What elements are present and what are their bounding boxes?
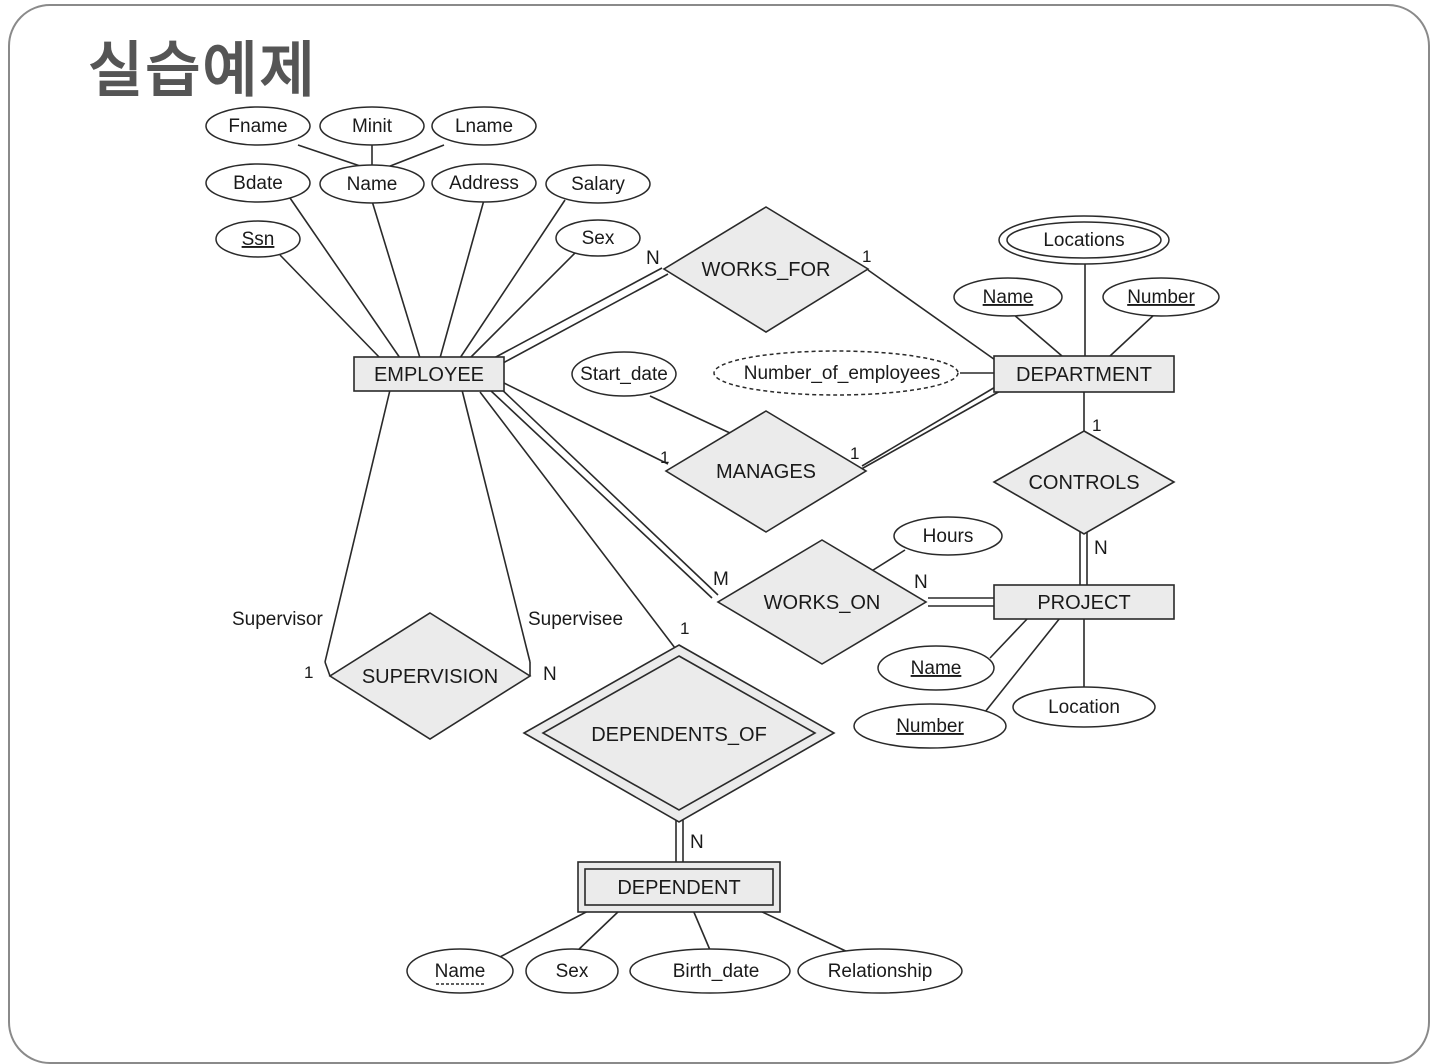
card-supervision-supervisor: 1 (304, 663, 313, 682)
card-controls-department: 1 (1092, 416, 1101, 435)
svg-text:PROJECT: PROJECT (1037, 592, 1130, 614)
card-works-on-project: N (914, 572, 928, 593)
card-supervision-supervisee: N (543, 664, 557, 685)
entity-employee: EMPLOYEE (353, 356, 505, 392)
attr-dependent-sex: Sex (525, 948, 619, 994)
attr-hours: Hours (893, 516, 1003, 556)
card-works-on-employee: M (713, 569, 729, 590)
attr-relationship: Relationship (797, 948, 963, 994)
svg-text:CONTROLS: CONTROLS (1028, 472, 1139, 494)
svg-text:WORKS_FOR: WORKS_FOR (702, 259, 831, 281)
relationship-manages: MANAGES (664, 410, 868, 533)
svg-text:Bdate: Bdate (233, 173, 283, 194)
role-supervisor: Supervisor (232, 609, 323, 630)
svg-text:Address: Address (449, 173, 519, 194)
attr-fname: Fname (205, 106, 311, 146)
attr-project-name-key: Name (877, 645, 995, 691)
connector-lines (279, 144, 1156, 959)
attr-lname: Lname (431, 106, 537, 146)
attr-minit: Minit (319, 106, 425, 146)
svg-text:Number_of_employees: Number_of_employees (744, 363, 940, 384)
relationship-supervision: SUPERVISION (328, 612, 532, 740)
entity-department: DEPARTMENT (993, 355, 1175, 393)
attr-birth-date: Birth_date (629, 948, 791, 994)
svg-text:Birth_date: Birth_date (673, 961, 760, 982)
role-labels: Supervisor Supervisee (232, 609, 623, 630)
attr-employee-name: Name (319, 164, 425, 204)
relationship-controls: CONTROLS (992, 430, 1176, 535)
attr-department-number-key: Number (1102, 277, 1220, 317)
relationship-works-for: WORKS_FOR (662, 206, 870, 333)
svg-text:Salary: Salary (571, 174, 625, 195)
svg-text:Name: Name (347, 174, 398, 195)
svg-text:WORKS_ON: WORKS_ON (764, 592, 881, 614)
attr-number-of-employees-derived: Number_of_employees (713, 350, 959, 396)
relationship-dependents-of-identifying: DEPENDENTS_OF (522, 644, 836, 823)
slide-title: 실습예제 (88, 36, 317, 106)
entity-dependent-weak: DEPENDENT (577, 861, 781, 913)
cardinality-labels: N 1 1 1 1 N M N 1 N 1 N (304, 247, 1108, 853)
role-supervisee: Supervisee (528, 609, 623, 630)
card-works-for-department: 1 (862, 247, 871, 266)
svg-text:Location: Location (1048, 697, 1120, 718)
attr-salary: Salary (545, 164, 651, 204)
svg-text:DEPARTMENT: DEPARTMENT (1016, 364, 1152, 386)
svg-text:Name: Name (435, 961, 486, 982)
svg-text:Hours: Hours (923, 526, 974, 547)
svg-text:DEPENDENT: DEPENDENT (617, 877, 740, 899)
attr-employee-sex: Sex (555, 219, 641, 257)
svg-text:Sex: Sex (556, 961, 589, 982)
attr-bdate: Bdate (205, 163, 311, 203)
attr-ssn-key: Ssn (215, 220, 301, 258)
card-dependents-of-employee: 1 (680, 619, 689, 638)
svg-text:Name: Name (911, 658, 962, 679)
card-dependents-of-dependent: N (690, 832, 704, 853)
attr-address: Address (431, 163, 537, 203)
svg-text:Number: Number (896, 716, 964, 737)
entity-project: PROJECT (993, 584, 1175, 620)
svg-text:Relationship: Relationship (828, 961, 933, 982)
attr-department-name-key: Name (953, 277, 1063, 317)
svg-text:DEPENDENTS_OF: DEPENDENTS_OF (591, 724, 767, 746)
svg-text:Fname: Fname (228, 116, 287, 137)
card-works-for-employee: N (646, 248, 660, 269)
svg-text:SUPERVISION: SUPERVISION (362, 666, 498, 688)
attr-dependent-name-partial-key: Name (406, 948, 514, 994)
er-diagram: Fname Minit Lname Bdate Name Address Sal… (205, 106, 1220, 994)
attr-project-number-key: Number (853, 703, 1007, 749)
attr-locations-multivalued: Locations (998, 215, 1170, 265)
svg-text:Sex: Sex (582, 228, 615, 249)
card-manages-department: 1 (850, 444, 859, 463)
svg-text:EMPLOYEE: EMPLOYEE (374, 364, 484, 386)
attr-project-location: Location (1012, 686, 1156, 728)
svg-text:Minit: Minit (352, 116, 393, 137)
svg-text:Name: Name (983, 287, 1034, 308)
svg-text:Lname: Lname (455, 116, 513, 137)
card-controls-project: N (1094, 538, 1108, 559)
relationship-works-on: WORKS_ON (716, 539, 928, 665)
svg-text:Start_date: Start_date (580, 364, 668, 385)
card-manages-employee: 1 (660, 448, 669, 467)
svg-text:Ssn: Ssn (242, 229, 275, 250)
attr-start-date: Start_date (571, 351, 677, 397)
svg-text:Locations: Locations (1043, 230, 1124, 251)
svg-text:MANAGES: MANAGES (716, 461, 816, 483)
svg-text:Number: Number (1127, 287, 1195, 308)
